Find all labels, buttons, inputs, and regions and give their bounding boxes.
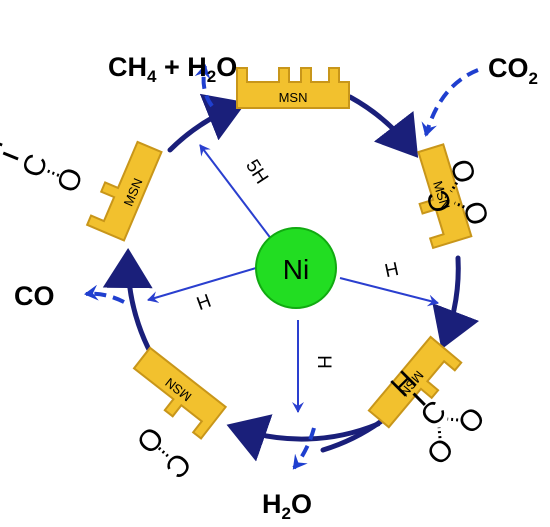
msn-support-upper-left: MSN (85, 140, 163, 242)
spillover-arrow-left (147, 267, 257, 303)
co-out-arrow (84, 284, 125, 304)
msn-support-top: MSN (236, 67, 350, 109)
label-co2: CO2 (488, 53, 538, 88)
formyl-hydrogen: H (0, 132, 10, 164)
label-co: CO (14, 281, 55, 311)
adsorbed-co: O C (130, 420, 198, 484)
spillover-arrows (147, 144, 439, 413)
co2-oxygen-1: O (458, 197, 496, 229)
spillover-label-h-right: H (383, 259, 401, 282)
h2o-out-arrow (292, 427, 316, 470)
msn-support-lower-left: MSN (132, 346, 228, 440)
formyl-oxygen: O (51, 163, 90, 197)
nickel-particle: Ni (255, 227, 337, 309)
label-ch4-h2o: CH4 + H2O (108, 52, 237, 86)
adsorbed-formyl: O C H (0, 132, 90, 197)
label-h2o: H2O (262, 489, 312, 523)
spillover-arrow-top (199, 144, 273, 241)
co2-oxygen-2: O (445, 155, 483, 187)
msn-label-top: MSN (279, 90, 308, 105)
cycle-arc-bottom-right (320, 417, 386, 453)
spillover-label-h-bottom: H (313, 355, 334, 369)
cycle-arc-top-left (167, 93, 247, 153)
spillover-label-5h: 5H (241, 156, 272, 188)
formyl-carbon: C (16, 150, 55, 182)
co2-in-arrow (421, 68, 479, 137)
cycle-arc-bottom (226, 414, 381, 462)
ch4-out-arrow (194, 64, 214, 108)
cycle-arc-top-right (347, 94, 419, 158)
spillover-arrow-right (339, 277, 439, 307)
msn-support-upper-right: MSN (417, 143, 473, 250)
co-oxygen: O (130, 420, 170, 459)
spillover-label-h-left: H (194, 291, 214, 315)
nickel-label: Ni (283, 254, 309, 285)
species-flux-arrows (84, 64, 479, 470)
msn-support-lower-right: MSN (367, 335, 463, 429)
cycle-arc-right (432, 255, 480, 350)
